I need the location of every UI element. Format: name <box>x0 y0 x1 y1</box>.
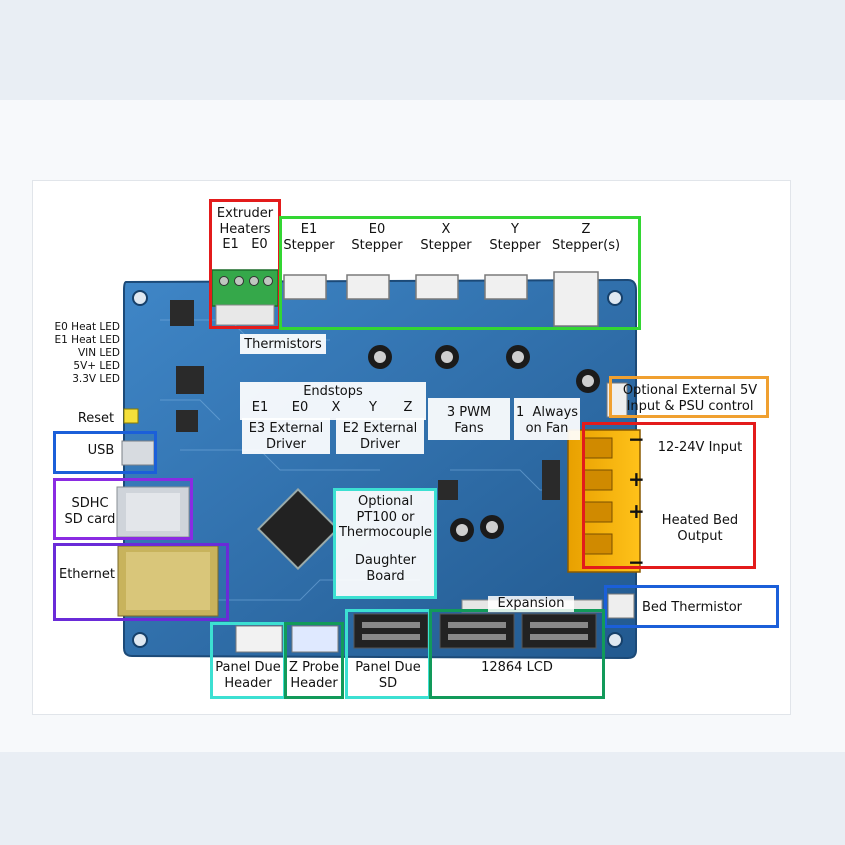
led-label-5v: 5V+ LED <box>73 360 120 372</box>
e2-driver-panel <box>336 418 424 454</box>
expansion-label: Expansion <box>488 596 574 612</box>
thermistors-label: Thermistors <box>244 337 322 352</box>
endstop-z-label: Z <box>403 400 413 415</box>
pcb-board <box>123 278 637 660</box>
heated-bed-label: Heated Bed Output <box>661 513 739 544</box>
endstop-e0-label: E0 <box>291 400 309 415</box>
stepper-connectors <box>283 271 599 327</box>
optional-5v-box <box>609 376 769 418</box>
mounting-holes <box>132 290 623 648</box>
reset-switch <box>123 408 139 424</box>
always-on-fan-label: 1 Always on Fan <box>515 405 579 436</box>
extruder-heaters-label: Extruder Heaters E1 E0 <box>216 206 274 252</box>
e3-driver-label: E3 External Driver <box>248 421 324 452</box>
bed-thermistor-connector <box>607 593 635 619</box>
endstops-label: Endstops <box>303 384 363 399</box>
idc-headers <box>353 613 597 649</box>
ethernet-box <box>53 543 229 621</box>
daughter-board-label: Daughter Board <box>354 553 417 584</box>
lcd-12864-label: 12864 LCD <box>481 660 553 675</box>
always-on-fan-panel <box>514 398 580 440</box>
minus-sign-top: − <box>628 427 645 451</box>
reset-label: Reset <box>77 411 115 426</box>
e1-stepper-label: E1 Stepper <box>283 222 335 253</box>
extruder-panel <box>210 200 280 260</box>
led-label-e0-heat: E0 Heat LED <box>54 321 120 333</box>
minus-sign-bottom: − <box>628 550 645 574</box>
bed-thermistor-label: Bed Thermistor <box>641 600 743 615</box>
sdhc-box <box>53 478 193 540</box>
led-label-e1-heat: E1 Heat LED <box>54 334 120 346</box>
plus-sign-2: + <box>628 499 645 523</box>
endstops-panel <box>240 382 426 420</box>
lcd-12864-box <box>429 609 605 699</box>
mcu-chip <box>256 487 340 571</box>
chips <box>170 300 560 500</box>
endstop-x-label: X <box>331 400 341 415</box>
usb-box <box>53 431 157 474</box>
bed-thermistor-box <box>604 585 779 628</box>
led-label-3v3: 3.3V LED <box>72 373 120 385</box>
z-probe-header-box <box>284 622 344 699</box>
optional-5v-label: Optional External 5V Input & PSU control <box>622 383 758 414</box>
bottom-connectors <box>235 625 339 653</box>
z-probe-header-label: Z Probe Header <box>289 660 339 691</box>
pt100-label: Optional PT100 or Thermocouple <box>338 494 433 540</box>
pt100-box <box>333 488 437 599</box>
top-background-band <box>0 0 845 100</box>
power-input-box <box>582 422 756 569</box>
x-stepper-label: X Stepper <box>420 222 472 253</box>
e0-stepper-label: E0 Stepper <box>351 222 403 253</box>
thermistors-panel <box>240 334 326 354</box>
capacitors <box>368 345 600 542</box>
input-12-24v-label: 12-24V Input <box>657 440 743 455</box>
pwm-fans-label: 3 PWM Fans <box>446 405 492 436</box>
pwm-fans-panel <box>428 398 510 440</box>
panel-due-header-label: Panel Due Header <box>215 660 281 691</box>
plus-sign-1: + <box>628 467 645 491</box>
panel-due-sd-label: Panel Due SD <box>355 660 421 691</box>
z-stepper-label: Z Stepper(s) <box>551 222 621 253</box>
ethernet-label: Ethernet <box>59 567 115 582</box>
usb-port <box>121 440 155 466</box>
e3-driver-panel <box>242 418 330 454</box>
pt100-panel <box>334 489 437 599</box>
endstop-e1-label: E1 <box>251 400 269 415</box>
bottom-background-band <box>0 752 845 845</box>
endstop-y-label: Y <box>369 400 377 415</box>
y-stepper-label: Y Stepper <box>489 222 541 253</box>
usb-label: USB <box>87 443 115 458</box>
sdhc-label: SDHC SD card <box>64 496 116 527</box>
steppers-box <box>279 216 641 330</box>
e2-driver-label: E2 External Driver <box>342 421 418 452</box>
led-label-vin: VIN LED <box>77 347 120 359</box>
